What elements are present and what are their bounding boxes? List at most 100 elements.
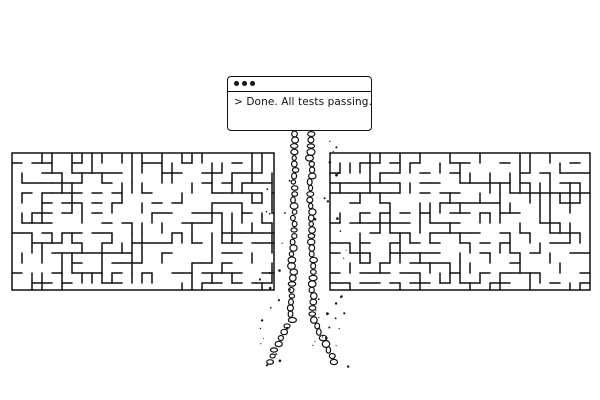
rubble-stone [305,154,315,162]
debris-speck [323,197,326,200]
dot-icon [234,81,239,86]
rubble-stone [266,359,275,365]
debris-speck [326,200,330,203]
debris-speck [259,327,262,330]
debris-speck [268,272,271,274]
debris-speck [329,140,331,143]
rubble-stone [307,233,316,239]
debris-speck [340,295,343,298]
rubble-stone [291,155,297,162]
debris-speck [277,299,280,302]
rubble-stone [289,268,299,276]
rubble-trail-right [305,125,339,366]
rubble-stone [291,191,299,197]
debris-speck [260,319,264,322]
debris-speck [322,336,324,338]
debris-speck [338,328,340,330]
rubble-stone [290,227,298,233]
debris-speck [312,344,314,346]
rubble-stone [274,340,283,348]
debris-speck [334,317,337,320]
rubble-stone [307,136,315,144]
rubble-stone [310,316,318,324]
rubble-stone [307,280,317,288]
rubble-stone [269,353,276,359]
rubble-stone [306,191,315,198]
rubble-stone [288,274,297,282]
debris-speck [313,234,316,237]
rubble-stone [306,148,316,156]
rubble-stone [309,292,318,300]
rubble-stone [310,262,317,270]
debris-speck [265,211,268,213]
debris-speck [314,340,316,342]
rubble-stone [308,286,315,294]
terminal-window: > Done. All tests passing. [227,76,372,131]
rubble-stone [291,172,298,180]
debris-speck [272,361,275,363]
debris-speck [270,306,272,309]
rubble-stone [290,143,299,149]
debris-speck [266,188,269,191]
dot-icon [242,81,247,86]
rubble-stone [308,305,317,311]
debris-speck [345,249,347,251]
rubble-stone [306,143,316,149]
debris-speck [337,172,340,175]
rubble-stone [290,160,298,168]
rubble-stone [314,322,321,330]
debris-speck [335,146,338,149]
rubble-stone [288,293,296,299]
debris-speck [288,179,291,182]
debris-speck [262,338,264,340]
debris-speck [268,286,272,290]
rubble-stone [308,274,318,282]
debris-speck [343,312,346,315]
debris-speck [269,212,271,215]
debris-speck [313,217,317,221]
rubble-stone [329,358,339,366]
debris-speck [336,217,339,220]
rubble-stone [308,311,317,317]
debris-speck [284,212,286,214]
debris-speck [343,257,345,259]
debris-speck [326,312,329,316]
debris-speck [334,302,338,305]
rubble-stone [291,233,298,240]
rubble-stone [286,304,294,312]
rubble-stone [306,178,313,187]
debris-speck [315,310,317,312]
debris-speck [335,345,337,347]
rubble-stone [328,352,336,360]
rubble-stone [308,244,316,253]
rubble-stone [308,160,315,168]
rubble-stone [287,281,297,287]
rubble-stone [291,130,298,138]
debris-speck [258,278,262,281]
rubble-stone [308,208,317,216]
maze-left-wall [11,152,275,291]
rubble-stone [289,214,296,222]
rubble-stone [291,220,298,228]
rubble-stone [291,209,298,215]
rubble-stone [290,185,299,191]
rubble-stone [289,244,298,252]
debris-speck [328,326,331,329]
rubble-stone [290,148,299,156]
rubble-stone [290,196,296,204]
rubble-stone [289,238,296,246]
debris-speck [325,336,328,340]
rubble-stone [280,328,289,336]
terminal-message: Done. All tests passing. [246,96,373,108]
rubble-stone [308,221,315,227]
rubble-stone [307,131,316,138]
terminal-titlebar [228,77,371,92]
terminal-output: > Done. All tests passing. [234,96,372,108]
debris-speck [265,364,269,367]
rubble-stone [308,166,316,174]
debris-speck [286,326,289,330]
rubble-stone [321,340,331,349]
rubble-stone [306,196,314,204]
debris-speck [288,288,291,291]
